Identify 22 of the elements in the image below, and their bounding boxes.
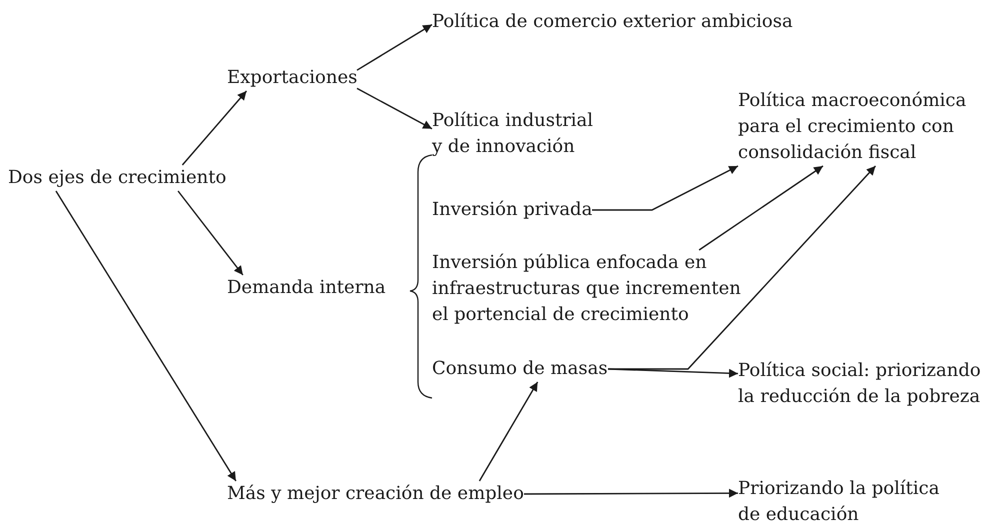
arrow bbox=[698, 165, 824, 251]
arrow bbox=[55, 190, 236, 482]
node-label: Consumo de masas bbox=[432, 357, 608, 381]
node-label: Inversión privada bbox=[432, 198, 592, 222]
node-label: Política industrial y de innovación bbox=[432, 109, 594, 159]
arrow bbox=[608, 368, 738, 378]
arrow bbox=[478, 382, 538, 482]
arrow bbox=[177, 190, 244, 276]
arrow bbox=[356, 24, 432, 71]
node-label: Inversión pública enfocada en infraestructuras que incrementen el portencial de crecimiento bbox=[432, 251, 742, 327]
node-label: Demanda interna bbox=[227, 276, 386, 300]
node-label: Política de comercio exterior ambiciosa bbox=[432, 10, 793, 34]
node-label: Más y mejor creación de empleo bbox=[227, 482, 524, 506]
node-label: Política macroeconómica para el crecimiento con consolidación fiscal bbox=[738, 89, 968, 165]
node-label: Dos ejes de crecimiento bbox=[8, 166, 226, 190]
arrow bbox=[524, 488, 738, 498]
arrow bbox=[356, 88, 432, 130]
node-label: Priorizando la política de educación bbox=[738, 477, 940, 527]
node-label: Política social: priorizando la reducción de la pobreza bbox=[738, 359, 982, 409]
node-label: Exportaciones bbox=[227, 66, 358, 90]
arrow bbox=[592, 165, 738, 211]
arrow bbox=[182, 90, 248, 166]
